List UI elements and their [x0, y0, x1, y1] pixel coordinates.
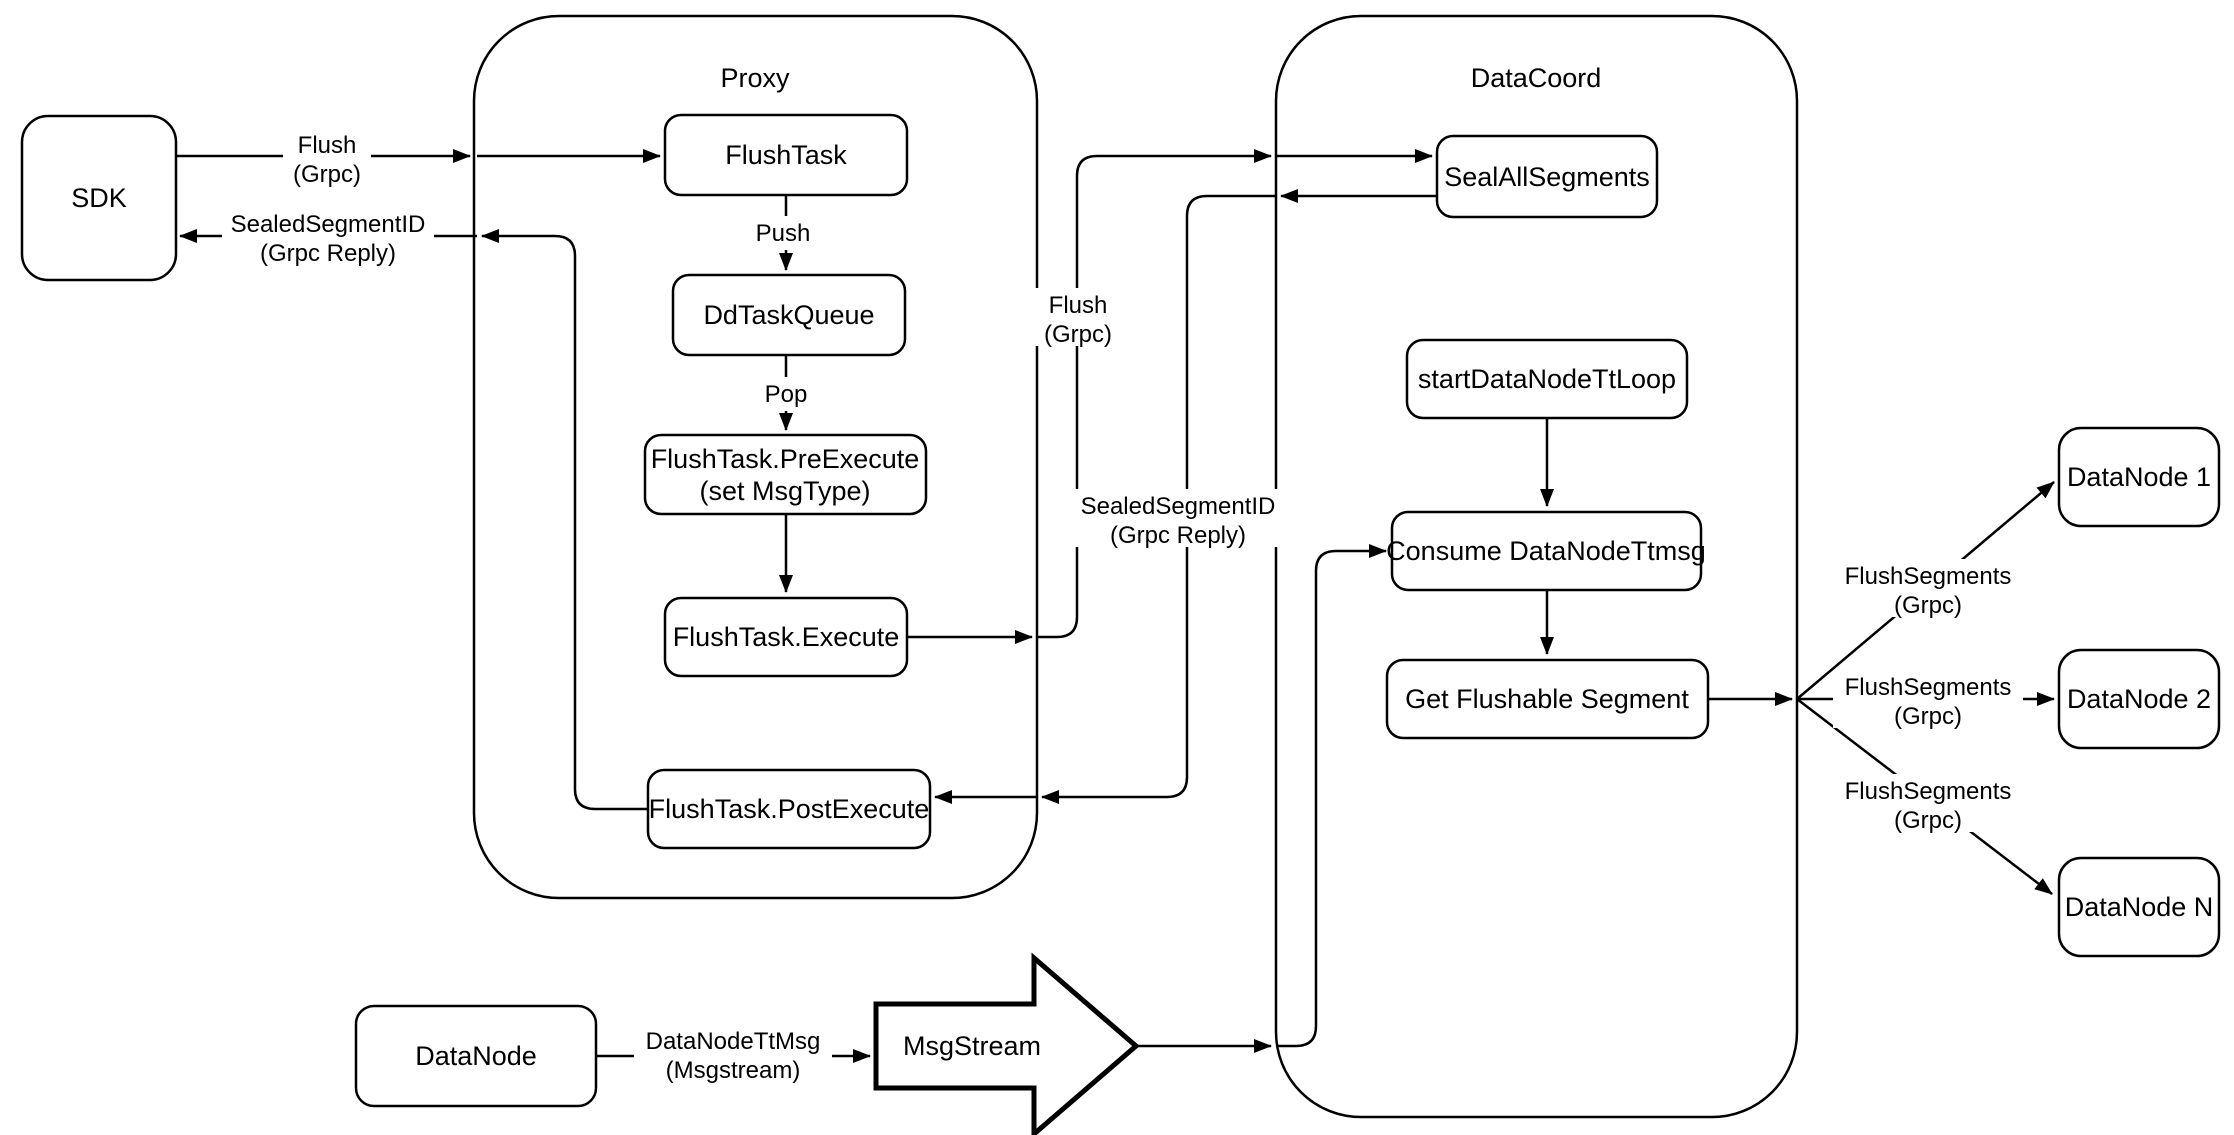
label-line2: (Grpc Reply) [1110, 522, 1246, 549]
start-datanode-tt-loop-label: startDataNodeTtLoop [1418, 364, 1676, 394]
label-line1: DataNodeTtMsg [646, 1028, 821, 1055]
datacoord-title: DataCoord [1471, 63, 1602, 93]
datanode-1-box [2057, 426, 2221, 528]
node-consume-datanode-ttmsg: Consume DataNodeTtmsg [1386, 510, 1706, 592]
flush-task-execute-box [663, 596, 909, 678]
label-line1: FlushSegments [1845, 674, 2012, 701]
label-bg [756, 377, 816, 411]
edge-datacoord-border-to-consume [1276, 544, 1387, 1048]
label-line2: (Grpc) [1044, 321, 1112, 348]
node-flush-task-execute: FlushTask.Execute [663, 596, 909, 678]
flush-task-pre-execute-label-line1: FlushTask.PreExecute [651, 444, 920, 474]
consume-datanode-ttmsg-box [1390, 510, 1703, 592]
sdk-label: SDK [71, 183, 127, 213]
label-bg [634, 1024, 832, 1082]
dd-task-queue-box [671, 273, 907, 357]
start-datanode-tt-loop-box [1405, 338, 1689, 420]
label-bg [1833, 559, 2023, 617]
msgstream-label: MsgStream [903, 1031, 1041, 1061]
node-dd-task-queue: DdTaskQueue [671, 273, 907, 357]
edge-label-push: Push [747, 216, 819, 250]
datanode-n-box [2057, 856, 2221, 958]
flush-task-label: FlushTask [725, 140, 847, 170]
edge-label-sealed-segment-to-sdk: SealedSegmentID (Grpc Reply) [222, 207, 434, 267]
proxy-title: Proxy [720, 63, 790, 93]
node-datanode-1: DataNode 1 [2057, 426, 2221, 528]
get-flushable-segment-box [1385, 658, 1710, 740]
label-bg [222, 207, 434, 265]
node-start-datanode-tt-loop: startDataNodeTtLoop [1405, 338, 1689, 420]
label-line1: SealedSegmentID [231, 211, 426, 238]
flush-task-pre-execute-box [643, 433, 928, 516]
edge-label-datanode-ttmsg: DataNodeTtMsg (Msgstream) [634, 1024, 832, 1084]
label-bg [1833, 774, 2023, 832]
node-datanode-n: DataNode N [2057, 856, 2221, 958]
node-datanode-2: DataNode 2 [2057, 648, 2221, 750]
datanode-1-label: DataNode 1 [2067, 462, 2211, 492]
label-line2: (Grpc) [1894, 807, 1962, 834]
label-bg [1072, 489, 1284, 547]
node-flush-task: FlushTask [663, 113, 909, 197]
flush-task-post-execute-label: FlushTask.PostExecute [649, 794, 930, 824]
edge-label-flush-segments-3: FlushSegments (Grpc) [1833, 774, 2023, 834]
datanode-n-label: DataNode N [2065, 892, 2214, 922]
get-flushable-segment-label: Get Flushable Segment [1405, 684, 1689, 714]
datanode-2-label: DataNode 2 [2067, 684, 2211, 714]
label-line1: Flush [1049, 292, 1108, 319]
sdk-box [20, 114, 178, 282]
label-line2: (Grpc) [293, 161, 361, 188]
edge-label-flush-sdk-to-proxy: Flush (Grpc) [283, 128, 371, 188]
flush-task-box [663, 113, 909, 197]
msgstream-block-arrow [873, 952, 1140, 1135]
node-datanode: DataNode [354, 1004, 598, 1108]
edge-label-flush-segments-1: FlushSegments (Grpc) [1833, 559, 2023, 619]
label-bg [1833, 670, 2023, 728]
flush-task-pre-execute-label-line2: (set MsgType) [699, 476, 870, 506]
label-line2: (Msgstream) [666, 1057, 801, 1084]
label-line1: Flush [298, 132, 357, 159]
edge-label-flush-proxy-to-datacoord: Flush (Grpc) [1034, 288, 1122, 348]
node-sdk: SDK [20, 114, 178, 282]
edge-postexecute-to-proxy-border [481, 229, 648, 811]
label-line1: FlushSegments [1845, 778, 2012, 805]
flush-task-post-execute-box [646, 768, 932, 850]
label-text: Pop [765, 381, 808, 408]
node-seal-all-segments: SealAllSegments [1435, 134, 1659, 219]
label-line1: SealedSegmentID [1081, 493, 1276, 520]
edge-labels: Flush (Grpc) SealedSegmentID (Grpc Reply… [222, 128, 2023, 1084]
consume-datanode-ttmsg-label: Consume DataNodeTtmsg [1386, 536, 1706, 566]
edge-label-pop: Pop [756, 377, 816, 411]
edge-flush-proxy-to-datacoord-border [1037, 149, 1272, 639]
label-line1: FlushSegments [1845, 563, 2012, 590]
node-msgstream: MsgStream [873, 952, 1140, 1135]
label-text: Push [756, 220, 811, 247]
label-line2: (Grpc) [1894, 703, 1962, 730]
node-get-flushable-segment: Get Flushable Segment [1385, 658, 1710, 740]
datanode-2-box [2057, 648, 2221, 750]
seal-all-segments-box [1435, 134, 1659, 219]
seal-all-segments-label: SealAllSegments [1444, 162, 1650, 192]
flush-task-execute-label: FlushTask.Execute [673, 622, 900, 652]
datanode-box [354, 1004, 598, 1108]
dd-task-queue-label: DdTaskQueue [703, 300, 874, 330]
label-line2: (Grpc Reply) [260, 240, 396, 267]
datanode-label: DataNode [415, 1041, 537, 1071]
label-bg [283, 128, 371, 186]
node-flush-task-pre-execute: FlushTask.PreExecute (set MsgType) [643, 433, 928, 516]
edge-label-sealed-segment-to-proxy: SealedSegmentID (Grpc Reply) [1072, 489, 1284, 549]
label-line2: (Grpc) [1894, 592, 1962, 619]
node-flush-task-post-execute: FlushTask.PostExecute [646, 768, 932, 850]
edge-label-flush-segments-2: FlushSegments (Grpc) [1833, 670, 2023, 730]
label-bg [1034, 288, 1122, 346]
label-bg [747, 216, 819, 250]
